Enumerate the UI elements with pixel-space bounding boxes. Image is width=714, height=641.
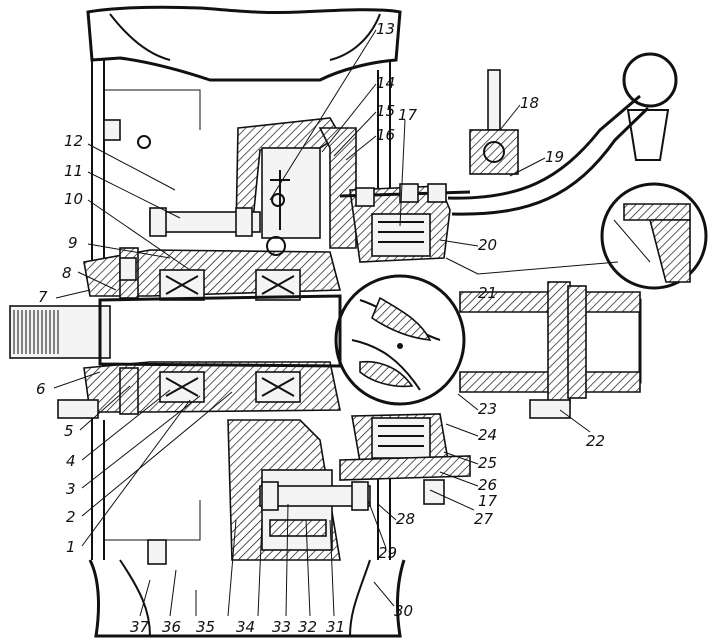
callout-9: 9: [68, 234, 78, 252]
fitting-top: [469, 69, 519, 175]
callout-8: 8: [62, 264, 72, 282]
callout-36: 36: [162, 618, 182, 636]
callout-24: 24: [478, 426, 498, 444]
hub-bearings: [159, 269, 301, 403]
callout-17-upper: 17: [398, 106, 418, 124]
callout-37: 37: [130, 618, 150, 636]
callout-28: 28: [396, 510, 416, 528]
callout-31: 31: [326, 618, 346, 636]
axle-housing-right: [459, 281, 642, 403]
callout-13: 13: [376, 20, 396, 38]
callout-4: 4: [66, 452, 76, 470]
callout-15: 15: [376, 102, 396, 120]
callout-2: 2: [66, 508, 76, 526]
cv-joint: [334, 274, 466, 406]
callout-17-lower: 17: [478, 492, 498, 510]
callout-33: 33: [272, 618, 292, 636]
callout-25: 25: [478, 454, 498, 472]
callout-6: 6: [36, 380, 46, 398]
axle-shaft: [9, 294, 342, 368]
callout-10: 10: [64, 190, 84, 208]
callout-34: 34: [236, 618, 256, 636]
callout-23: 23: [478, 400, 498, 418]
callout-5: 5: [64, 422, 74, 440]
callout-26: 26: [478, 476, 498, 494]
callout-1: 1: [66, 538, 76, 556]
callout-30: 30: [394, 602, 414, 620]
callout-18: 18: [520, 94, 540, 112]
callout-22: 22: [586, 432, 606, 450]
callout-19: 19: [545, 148, 565, 166]
callout-12: 12: [64, 132, 84, 150]
callout-32: 32: [298, 618, 318, 636]
callout-3: 3: [66, 480, 76, 498]
callout-21: 21: [478, 284, 498, 302]
callout-20: 20: [478, 236, 498, 254]
steering-knuckle-lower: [339, 413, 471, 481]
callout-16: 16: [376, 126, 396, 144]
fasteners: [57, 119, 571, 565]
tire-outline: [86, 5, 406, 638]
callout-27: 27: [474, 510, 494, 528]
callout-14: 14: [376, 74, 396, 92]
callout-35: 35: [196, 618, 216, 636]
leader-lines: [53, 29, 619, 617]
callout-29: 29: [378, 544, 398, 562]
callout-11: 11: [64, 162, 84, 180]
inset-detail: [600, 182, 708, 290]
callout-7: 7: [38, 288, 48, 306]
